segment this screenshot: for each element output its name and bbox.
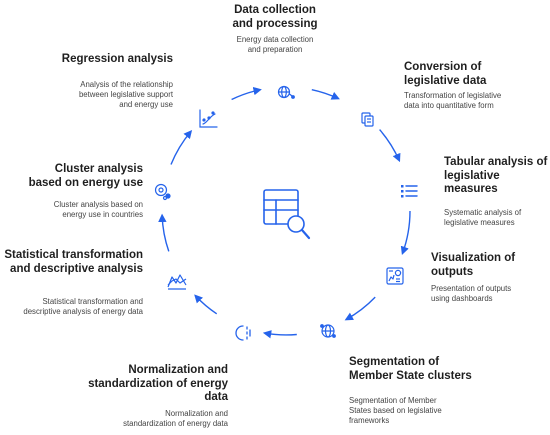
cycle-arrow bbox=[311, 89, 340, 100]
table-search-icon bbox=[263, 189, 311, 240]
cycle-arrow bbox=[231, 86, 262, 101]
cycle-arrow bbox=[170, 130, 193, 165]
step-title-regression-analysis: Regression analysis bbox=[61, 53, 173, 65]
document-copy-icon bbox=[361, 112, 374, 127]
area-chart-icon bbox=[167, 274, 187, 290]
cycle-arrow bbox=[158, 213, 170, 252]
normalize-icon bbox=[235, 325, 251, 341]
globe-network-icon bbox=[277, 85, 295, 99]
cycle-arrow bbox=[344, 296, 376, 321]
cycle-arrow bbox=[194, 294, 218, 315]
cycle-arrow bbox=[262, 330, 297, 339]
dashboard-icon bbox=[386, 267, 404, 285]
cluster-icon bbox=[154, 183, 171, 201]
list-icon bbox=[401, 185, 418, 198]
cycle-arrow bbox=[400, 210, 411, 255]
regression-icon bbox=[199, 109, 218, 128]
network-globe-icon bbox=[320, 324, 336, 338]
cycle-arrow bbox=[379, 129, 401, 163]
cycle-arrows bbox=[158, 86, 411, 339]
